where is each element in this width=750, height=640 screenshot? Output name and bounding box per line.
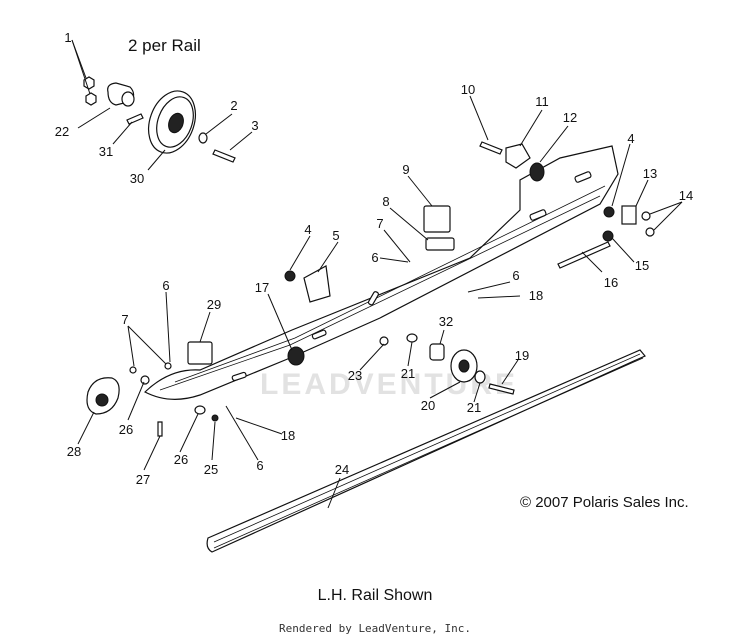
callout-label: 25 xyxy=(204,462,218,477)
callout-label: 7 xyxy=(121,312,128,327)
callout-label: 17 xyxy=(255,280,269,295)
rail-inner-line xyxy=(174,185,606,383)
washer-part xyxy=(474,370,486,384)
idler-wheel-assembly xyxy=(83,76,236,163)
spacer-part xyxy=(505,143,531,169)
callout-label: 20 xyxy=(421,398,435,413)
rail-assembly xyxy=(143,145,619,400)
callout-label: 7 xyxy=(376,216,383,231)
callout-label: 6 xyxy=(371,250,378,265)
callout-label: 11 xyxy=(535,94,549,109)
nut-part xyxy=(284,270,296,282)
leader-lines xyxy=(71,39,683,509)
callout-label: 32 xyxy=(439,314,453,329)
screw-part xyxy=(164,362,172,370)
idler-wheel-hub xyxy=(168,112,184,134)
nut-part xyxy=(85,92,97,106)
screw-part xyxy=(645,227,655,237)
bolt-part xyxy=(126,113,144,125)
washer-part xyxy=(140,375,150,385)
end-bracket-part xyxy=(621,205,637,225)
callout-label: 30 xyxy=(130,171,144,186)
nut-part xyxy=(83,76,95,90)
nut-part xyxy=(603,206,615,218)
callout-label: 18 xyxy=(529,288,543,303)
callout-label: 26 xyxy=(174,452,188,467)
rail-slot xyxy=(231,371,247,382)
washer-part xyxy=(194,405,206,415)
screw-part xyxy=(379,336,389,346)
rail-slot xyxy=(574,171,592,183)
callout-label: 23 xyxy=(348,368,362,383)
callout-label: 3 xyxy=(251,118,258,133)
callout-label: 4 xyxy=(304,222,311,237)
wear-strip-line xyxy=(213,353,641,543)
screw-part xyxy=(129,366,137,374)
callout-label: 13 xyxy=(643,166,657,181)
washer-part xyxy=(198,132,208,144)
washer-part xyxy=(406,333,418,343)
nut-part xyxy=(602,230,614,242)
callout-label: 6 xyxy=(512,268,519,283)
axle-block-bore xyxy=(121,91,135,107)
header-note: 2 per Rail xyxy=(128,36,201,55)
slide-rail-part xyxy=(143,145,619,400)
screw-part xyxy=(211,414,219,422)
callout-label: 15 xyxy=(635,258,649,273)
callout-label: 26 xyxy=(119,422,133,437)
retainer-part xyxy=(425,237,455,251)
callout-label: 16 xyxy=(604,275,618,290)
callout-label: 4 xyxy=(627,131,634,146)
spacer-part xyxy=(429,343,445,361)
callout-numbers: 1 22 31 30 2 3 10 11 12 4 13 14 9 8 7 6 … xyxy=(55,30,693,487)
rail-slot xyxy=(367,291,379,306)
callout-label: 12 xyxy=(563,110,577,125)
slider-block-part xyxy=(423,205,451,233)
callout-label: 2 xyxy=(230,98,237,113)
callout-label: 21 xyxy=(401,366,415,381)
callout-label: 29 xyxy=(207,297,221,312)
callout-label: 9 xyxy=(402,162,409,177)
rail-caption: L.H. Rail Shown xyxy=(317,587,433,604)
callout-label: 21 xyxy=(467,400,481,415)
bolt-part xyxy=(212,149,236,163)
callout-label: 28 xyxy=(67,444,81,459)
callout-label: 8 xyxy=(382,194,389,209)
axle-shaft-part xyxy=(557,241,611,269)
callout-label: 10 xyxy=(461,82,475,97)
screw-part xyxy=(641,211,651,221)
screw-part xyxy=(157,421,163,437)
bushing-part xyxy=(529,162,545,182)
callout-label: 18 xyxy=(281,428,295,443)
callout-label: 6 xyxy=(162,278,169,293)
bracket-part xyxy=(303,265,331,303)
callout-label: 27 xyxy=(136,472,150,487)
bolt-part xyxy=(479,141,503,155)
rail-roller-part xyxy=(287,346,305,366)
callout-label: 5 xyxy=(332,228,339,243)
render-credit: Rendered by LeadVenture, Inc. xyxy=(278,622,472,635)
callout-label: 31 xyxy=(99,144,113,159)
callout-label: 19 xyxy=(515,348,529,363)
wheel-hub xyxy=(458,359,470,373)
callout-label: 6 xyxy=(256,458,263,473)
rail-slot xyxy=(311,329,327,340)
copyright-notice: © 2007 Polaris Sales Inc. xyxy=(520,494,689,511)
wear-strip-line xyxy=(213,357,644,549)
rail-slot xyxy=(529,209,547,221)
block-part xyxy=(187,341,213,365)
callout-label: 24 xyxy=(335,462,349,477)
bolt-part xyxy=(488,383,515,395)
callout-label: 14 xyxy=(679,188,693,203)
rail-tip-cap-hole xyxy=(95,393,109,407)
callout-label: 1 xyxy=(64,30,71,45)
callout-label: 22 xyxy=(55,124,69,139)
